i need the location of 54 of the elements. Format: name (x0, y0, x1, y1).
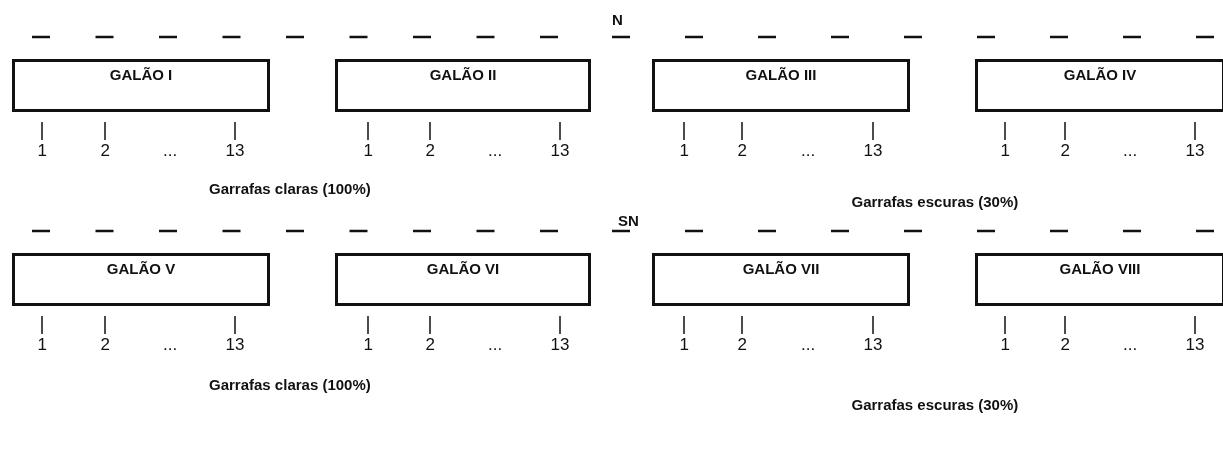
bottle-number: 1 (1000, 335, 1010, 355)
container-box (975, 253, 1223, 306)
group-caption: Garrafas escuras (30%) (851, 193, 1019, 210)
container-box (975, 59, 1223, 112)
group-caption: Garrafas escuras (30%) (851, 396, 1019, 413)
bottle-number: 2 (1060, 141, 1070, 161)
ellipsis: ... (801, 141, 816, 161)
box-title: GALÃO V (105, 260, 177, 277)
container-box (335, 253, 591, 306)
group-caption: Garrafas claras (100%) (209, 180, 371, 197)
bottle-number: 13 (863, 141, 883, 161)
container-box (12, 253, 270, 306)
bottle-number: 2 (100, 335, 110, 355)
box-title: GALÃO VI (425, 260, 501, 277)
ellipsis: ... (163, 335, 178, 355)
box-title: GALÃO VII (741, 260, 821, 277)
bottle-number: 1 (363, 335, 373, 355)
bottle-number: 1 (37, 335, 47, 355)
container-box (652, 59, 910, 112)
box-title: GALÃO II (428, 66, 498, 83)
bottle-number: 13 (225, 335, 245, 355)
container-box (335, 59, 591, 112)
bottle-number: 2 (100, 141, 110, 161)
bottle-number: 13 (550, 335, 570, 355)
ellipsis: ... (488, 335, 503, 355)
bottle-number: 2 (737, 335, 747, 355)
container-box (652, 253, 910, 306)
bottle-number: 1 (37, 141, 47, 161)
ellipsis: ... (1123, 141, 1138, 161)
ellipsis: ... (163, 141, 178, 161)
bottle-number: 13 (550, 141, 570, 161)
bottle-number: 1 (679, 335, 689, 355)
ellipsis: ... (801, 335, 816, 355)
row-label: SN (618, 212, 639, 229)
box-title: GALÃO I (108, 66, 174, 83)
box-title: GALÃO III (744, 66, 818, 83)
bottle-number: 1 (1000, 141, 1010, 161)
ellipsis: ... (488, 141, 503, 161)
box-title: GALÃO IV (1062, 66, 1138, 83)
bottle-number: 2 (737, 141, 747, 161)
bottle-number: 13 (863, 335, 883, 355)
bottle-number: 13 (1185, 335, 1205, 355)
bottle-number: 2 (425, 335, 435, 355)
row-label: N (612, 11, 623, 28)
group-caption: Garrafas claras (100%) (209, 376, 371, 393)
bottle-number: 1 (363, 141, 373, 161)
bottle-number: 13 (225, 141, 245, 161)
ellipsis: ... (1123, 335, 1138, 355)
box-title: GALÃO VIII (1058, 260, 1142, 277)
bottle-number: 2 (425, 141, 435, 161)
container-box (12, 59, 270, 112)
bottle-number: 1 (679, 141, 689, 161)
bottle-number: 2 (1060, 335, 1070, 355)
bottle-number: 13 (1185, 141, 1205, 161)
